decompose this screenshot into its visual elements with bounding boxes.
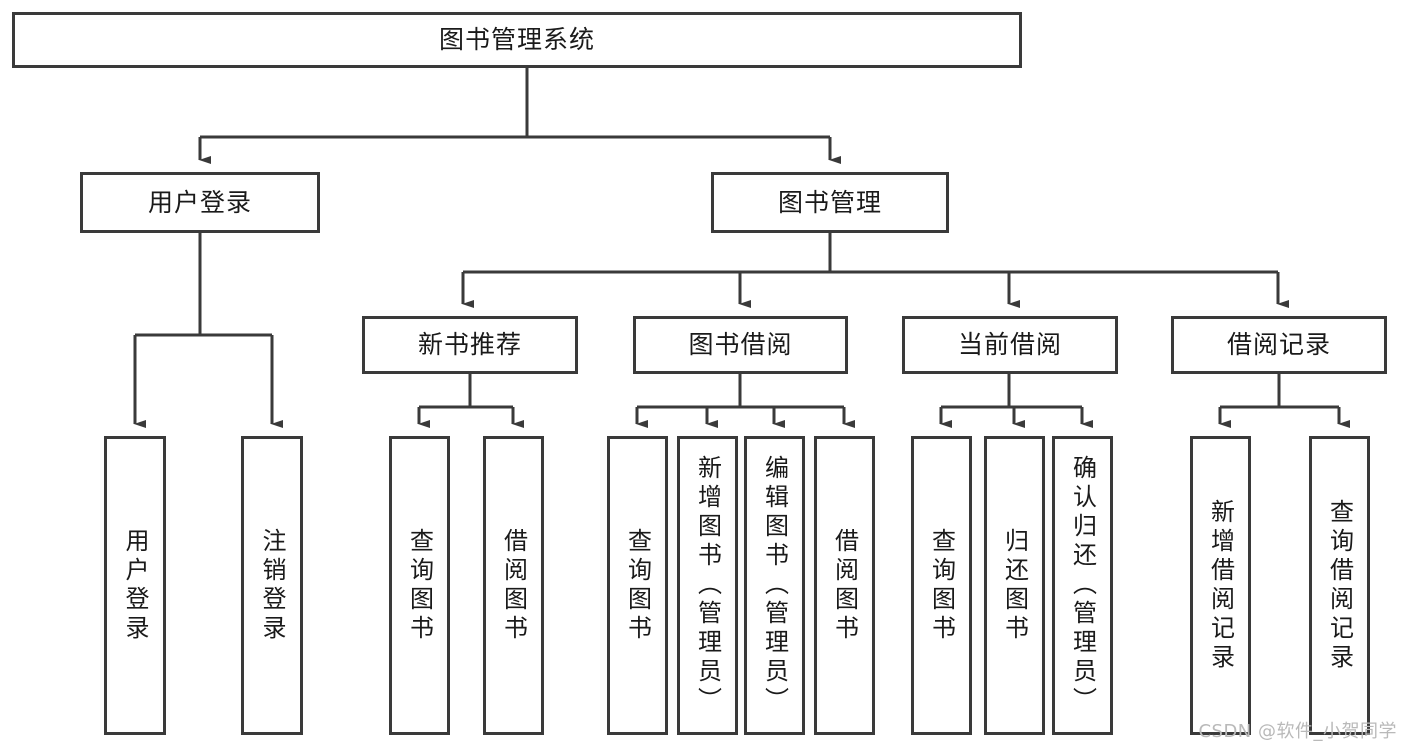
node-borrow-record-label: 借阅记录 [1226, 330, 1331, 360]
node-user-login-label: 用户登录 [147, 187, 252, 217]
node-leaf-add-borrow-record[interactable]: 新增借阅记录 [1190, 436, 1251, 735]
node-leaf-query-book-borrow[interactable]: 查询图书 [607, 436, 668, 735]
node-new-book-recommend[interactable]: 新书推荐 [362, 316, 578, 374]
node-leaf-borrow-book-rec-label: 借阅图书 [499, 527, 528, 644]
node-current-borrow[interactable]: 当前借阅 [902, 316, 1118, 374]
node-book-borrow-label: 图书借阅 [688, 330, 793, 360]
node-book-manage-label: 图书管理 [777, 187, 882, 217]
node-leaf-query-book-rec-label: 查询图书 [405, 527, 434, 644]
node-leaf-confirm-return-admin[interactable]: 确认归还（管理员） [1052, 436, 1113, 735]
node-root[interactable]: 图书管理系统 [12, 12, 1022, 68]
node-leaf-add-book-admin-label: 新增图书（管理员） [693, 455, 722, 716]
node-leaf-edit-book-admin-label: 编辑图书（管理员） [760, 455, 789, 716]
node-leaf-add-book-admin[interactable]: 新增图书（管理员） [677, 436, 738, 735]
node-leaf-logout-login[interactable]: 注销登录 [241, 436, 303, 735]
node-leaf-query-book-current[interactable]: 查询图书 [911, 436, 972, 735]
node-leaf-query-borrow-record[interactable]: 查询借阅记录 [1309, 436, 1370, 735]
node-leaf-user-login-label: 用户登录 [121, 527, 149, 644]
node-leaf-borrow-book-label: 借阅图书 [830, 527, 859, 644]
node-leaf-query-borrow-record-label: 查询借阅记录 [1325, 498, 1354, 673]
node-leaf-confirm-return-admin-label: 确认归还（管理员） [1068, 455, 1097, 716]
node-new-book-recommend-label: 新书推荐 [417, 330, 522, 360]
node-leaf-borrow-book[interactable]: 借阅图书 [814, 436, 875, 735]
node-user-login[interactable]: 用户登录 [80, 172, 320, 233]
node-leaf-return-book[interactable]: 归还图书 [984, 436, 1045, 735]
csdn-watermark: CSDN @软件_小贺同学 [1198, 721, 1397, 742]
node-book-borrow[interactable]: 图书借阅 [633, 316, 848, 374]
node-borrow-record[interactable]: 借阅记录 [1171, 316, 1387, 374]
node-leaf-edit-book-admin[interactable]: 编辑图书（管理员） [744, 436, 805, 735]
node-root-label: 图书管理系统 [438, 25, 595, 55]
node-leaf-query-book-rec[interactable]: 查询图书 [389, 436, 450, 735]
node-leaf-borrow-book-rec[interactable]: 借阅图书 [483, 436, 544, 735]
node-leaf-query-book-borrow-label: 查询图书 [623, 527, 652, 644]
node-leaf-user-login[interactable]: 用户登录 [104, 436, 166, 735]
node-current-borrow-label: 当前借阅 [957, 330, 1062, 360]
node-leaf-logout-login-label: 注销登录 [258, 527, 286, 644]
node-leaf-return-book-label: 归还图书 [1000, 527, 1029, 644]
node-leaf-query-book-current-label: 查询图书 [927, 527, 956, 644]
node-book-manage[interactable]: 图书管理 [711, 172, 949, 233]
node-leaf-add-borrow-record-label: 新增借阅记录 [1206, 498, 1235, 673]
